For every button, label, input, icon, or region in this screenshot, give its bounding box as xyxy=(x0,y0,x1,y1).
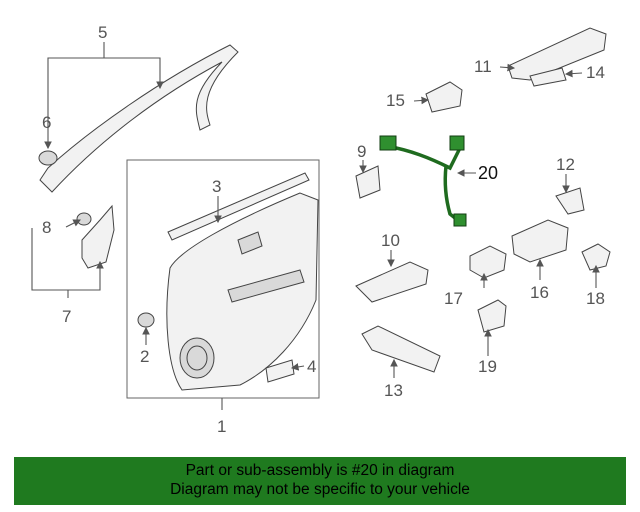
callout-3: 3 xyxy=(212,177,221,196)
part-14-trim[interactable] xyxy=(529,67,567,87)
part-2-clip[interactable] xyxy=(137,312,155,328)
part-7-bracket[interactable] xyxy=(81,204,115,269)
part-9-cover[interactable] xyxy=(355,165,381,199)
part-16-master-switch[interactable] xyxy=(511,219,569,263)
callout-16: 16 xyxy=(530,283,549,302)
callout-4: 4 xyxy=(307,357,316,376)
banner-line-1: Part or sub-assembly is #20 in diagram xyxy=(185,462,455,479)
callout-9: 9 xyxy=(357,142,366,161)
callout-13: 13 xyxy=(384,381,403,400)
part-1-door-panel[interactable] xyxy=(166,192,319,391)
part-15-switch[interactable] xyxy=(425,81,463,113)
parts-diagram: 5 6 8 7 3 2 4 1 9 10 13 11 14 15 12 16 1… xyxy=(31,23,611,436)
callout-5: 5 xyxy=(98,23,107,42)
banner-line-2: Diagram may not be specific to your vehi… xyxy=(170,481,470,498)
part-3-weatherstrip[interactable] xyxy=(167,172,310,241)
part-18-switch[interactable] xyxy=(581,243,611,271)
callout-12: 12 xyxy=(556,155,575,174)
callout-2: 2 xyxy=(140,347,149,366)
part-10-armrest[interactable] xyxy=(355,261,429,303)
callout-1: 1 xyxy=(217,417,226,436)
part-5-sash-molding[interactable] xyxy=(39,44,239,193)
callout-19: 19 xyxy=(478,357,497,376)
callout-17: 17 xyxy=(444,289,463,308)
part-6-clip[interactable] xyxy=(38,150,58,166)
part-11-garnish[interactable] xyxy=(507,27,607,81)
callout-20: 20 xyxy=(478,163,498,183)
part-13-pocket[interactable] xyxy=(361,325,441,373)
callout-8: 8 xyxy=(42,218,51,237)
door-panel-frame xyxy=(126,159,320,399)
callout-15: 15 xyxy=(386,91,405,110)
callout-14: 14 xyxy=(586,63,605,82)
info-banner: Part or sub-assembly is #20 in diagram D… xyxy=(14,457,626,505)
part-4-pad[interactable] xyxy=(265,359,295,383)
callout-18: 18 xyxy=(586,289,605,308)
part-19-switch[interactable] xyxy=(477,299,507,333)
callout-10: 10 xyxy=(381,231,400,250)
part-17-switch[interactable] xyxy=(469,245,507,279)
callout-7: 7 xyxy=(62,307,71,326)
part-20-wire-harness[interactable] xyxy=(379,135,467,227)
callout-11: 11 xyxy=(474,57,492,76)
callout-6: 6 xyxy=(42,113,51,132)
callout-labels: 5 6 8 7 3 2 4 1 9 10 13 11 14 15 12 16 1… xyxy=(42,23,605,436)
leader-lines xyxy=(31,42,600,410)
part-12-bracket[interactable] xyxy=(555,187,585,215)
part-8-clip[interactable] xyxy=(76,212,92,226)
